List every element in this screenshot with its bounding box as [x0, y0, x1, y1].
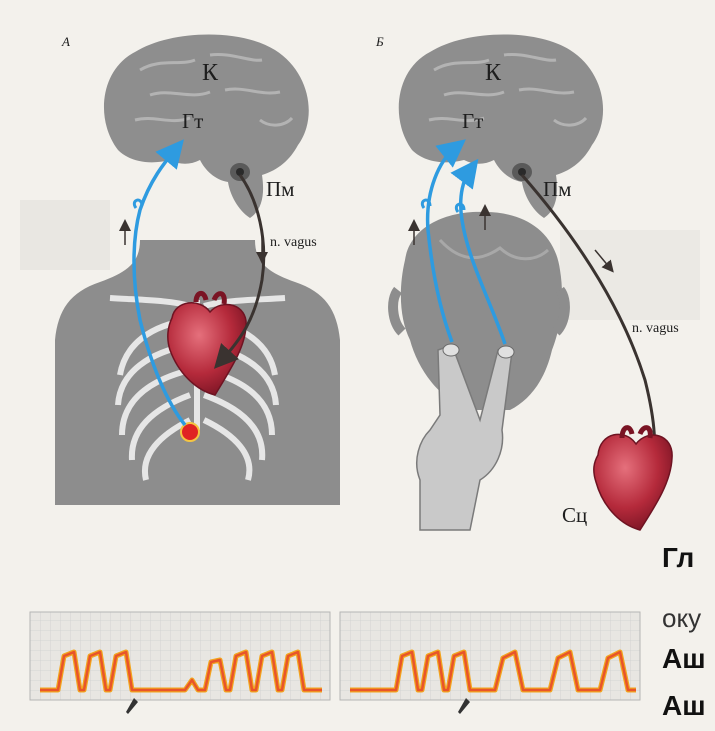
panel-a-letter: А	[61, 34, 70, 49]
ecg-strip-b	[340, 612, 640, 714]
panel-a-hypothalamus-label: Гт	[182, 109, 203, 133]
panel-b-nerve-label: n. vagus	[632, 321, 679, 336]
bg-ghost	[560, 230, 700, 320]
bg-ghost	[20, 200, 110, 270]
panel-a-medulla-label: Пм	[266, 177, 294, 201]
panel-a-nerve-label: n. vagus	[270, 235, 317, 250]
caption-line-4: Аш	[662, 690, 715, 731]
panel-b-cortex-label: К	[485, 60, 502, 86]
caption-line-3: Аш	[662, 643, 715, 675]
panel-b-hypothalamus-label: Гт	[462, 109, 483, 133]
ecg-strip-a	[30, 612, 330, 714]
panel-b-heart-label: Сц	[562, 503, 587, 527]
caption-line-2: оку	[662, 603, 715, 634]
panel-a-cortex-label: К	[202, 60, 219, 86]
panel-b-medulla-label: Пм	[543, 177, 571, 201]
panel-b-letter: Б	[375, 34, 384, 49]
caption-line-1: Гл	[662, 542, 715, 574]
